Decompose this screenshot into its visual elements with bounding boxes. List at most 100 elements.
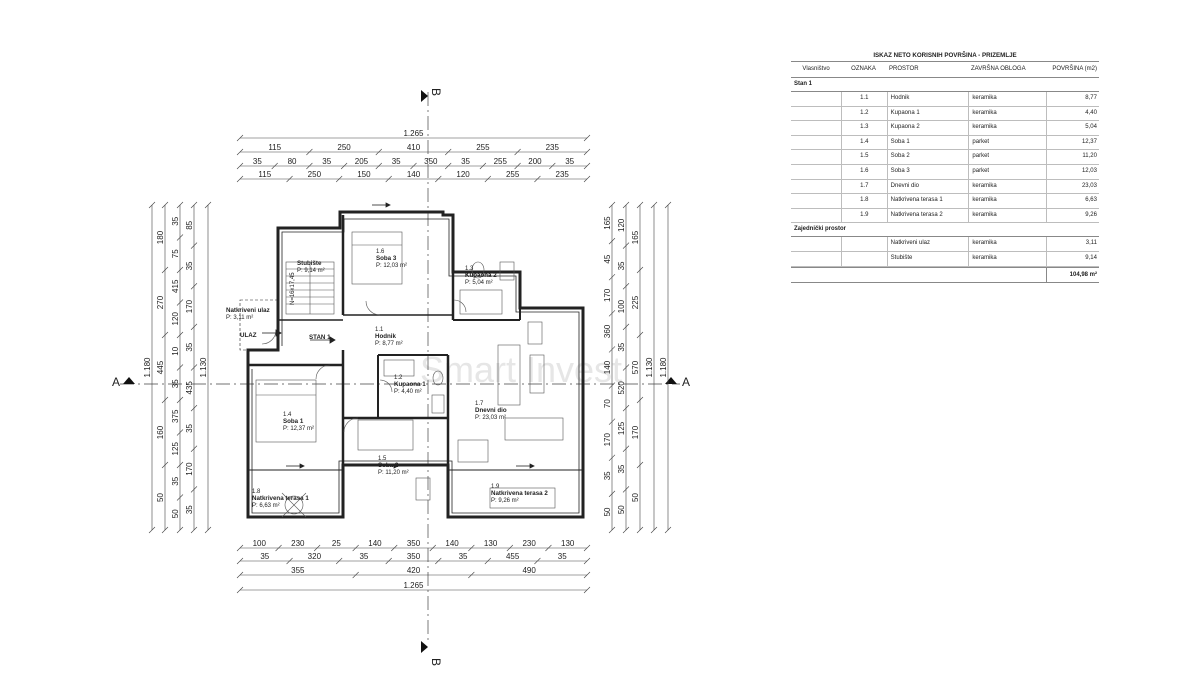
table-cell-oznaka: 1.9 [840,208,887,223]
room-number: 1.8 [252,489,261,495]
dim-label: 360 [603,324,612,338]
entry-arrows [262,202,535,469]
dim-label: 10 [171,346,180,355]
dim-label: 350 [407,552,421,561]
dim-label: 50 [171,509,180,518]
dim-tick [435,557,442,565]
table-cell-obloga: keramika [968,208,1046,223]
room-name: Natkriveni ulaz [226,307,270,314]
table-cell-povrsina: 12,03 [1046,164,1099,179]
dim-label: 350 [424,157,438,166]
dim-tick [176,396,184,404]
dim-tick [650,526,658,534]
dim-label: 170 [185,299,194,313]
table-cell [791,194,841,208]
dim-tick [236,557,244,565]
dim-tick [636,266,644,274]
door-soba1 [315,364,331,380]
dim-tick [622,283,630,290]
dim-tick [444,162,452,170]
dim-tick [340,162,348,170]
dim-label: 120 [617,218,626,232]
header-obloga: ZAVRŠNA OBLOGA [971,66,1026,72]
section-lines [120,92,680,640]
dim-label: 225 [631,295,640,309]
dim-tick [583,134,591,142]
table-cell [791,165,841,179]
armchair-set [529,354,545,394]
room-area: P: 8,77 m² [375,341,403,347]
kupaona2-toilet [471,261,485,279]
dim-label: 125 [171,442,180,456]
table-cell-obloga: parket [968,135,1046,150]
table-cell-oznaka: 1.4 [840,135,887,150]
table-cell-obloga: parket [968,164,1046,179]
dim-tick [176,364,184,371]
dim-label: 35 [459,552,468,561]
bed-soba2 [357,419,414,451]
dim-tick [534,175,541,183]
table-cell-povrsina: 11,20 [1046,150,1099,164]
dim-tick [636,201,644,209]
dim-label: 35 [185,342,194,351]
area-table-total-row: 104,98 m² [791,266,1099,283]
dim-tick [375,162,383,170]
dim-tick [190,364,198,371]
dim-tick [385,557,392,565]
dim-tick [583,148,591,156]
table-cell [791,150,841,164]
dim-tick [148,201,156,209]
dim-label: 255 [476,143,490,152]
kitchen-counter [457,439,489,463]
room-number: 1.2 [394,375,403,381]
door-kupaona1 [379,379,393,393]
watermark-text: Smart Invest [420,349,622,390]
dim-label: 445 [156,360,165,374]
dim-label: 250 [337,143,351,152]
table-cell-povrsina: 9,26 [1046,208,1099,223]
room-name: Natkrivena terasa 2 [491,490,548,497]
door-entry [261,329,277,345]
dim-label: 100 [253,539,267,548]
room-name: Stubište [297,260,322,267]
dim-label: 520 [617,381,626,395]
dim-tick [468,571,475,579]
dim-tick [148,526,156,534]
table-cell-obloga: keramika [968,194,1046,208]
dim-tick [608,454,616,461]
dim-label: 80 [288,157,297,166]
table-cell-obloga: keramika [968,179,1046,194]
table-cell-oznaka [840,237,887,251]
dim-tick [545,544,552,552]
area-total: 104,98 m² [1046,267,1099,282]
dim-tick [636,331,644,339]
building-walls [239,210,585,519]
dim-label: 420 [407,566,421,575]
dim-tick [608,490,616,498]
dim-tick [622,201,630,209]
section-a-right-label: A [682,375,690,389]
table-cell-prostor: Soba 2 [886,150,969,164]
dim-tick [335,557,343,565]
room-area: P: 12,37 m² [283,426,314,432]
dim-tick [375,148,383,156]
group-stan-1: Stan 1 [791,78,1099,92]
dim-label: 180 [156,230,165,244]
dim-tick [204,526,212,534]
table-cell-povrsina: 8,77 [1046,92,1099,106]
kupaona1-shower [383,359,415,377]
section-a-left-arrow [123,377,135,384]
table-cell [791,107,841,121]
bed-soba3 [351,231,403,285]
sofa [497,344,521,406]
dim-label: 100 [617,299,626,313]
watermark: Smart Invest [420,349,622,390]
table-cell-oznaka: 1.3 [840,121,887,135]
dim-tick [306,162,313,170]
room-number: 1.6 [376,249,385,255]
